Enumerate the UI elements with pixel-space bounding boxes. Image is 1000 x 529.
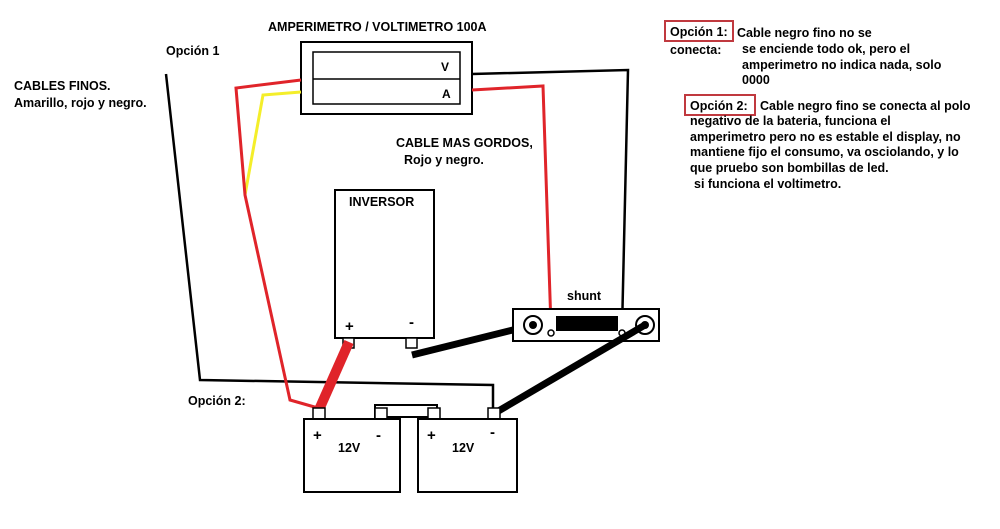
thin-black-wire-option1: [471, 68, 630, 331]
battery2-plus: +: [427, 427, 436, 444]
inverter-title: INVERSOR: [349, 195, 414, 209]
thin-black-wire-option2: [164, 73, 495, 408]
note-option2-line-1: Cable negro fino se conecta al polo: [760, 99, 971, 113]
battery1-plus-post: [312, 407, 326, 420]
battery2-plus-post: [427, 407, 441, 420]
thick-red-cable: [313, 339, 354, 415]
shunt-sense-left: [547, 329, 555, 337]
battery1-voltage: 12V: [338, 441, 361, 455]
note-option1-tag: Opción 1:: [670, 25, 728, 39]
inverter-plus: +: [345, 318, 354, 335]
note-option1-line-1: Cable negro fino no se: [737, 26, 872, 40]
note-option2-tag-box: [684, 94, 756, 116]
battery1-minus: -: [376, 427, 381, 444]
meter-v-label: V: [441, 60, 449, 74]
meter-a-label: A: [442, 87, 451, 101]
thin-cables-colors: Amarillo, rojo y negro.: [14, 96, 147, 110]
meter-title: AMPERIMETRO / VOLTIMETRO 100A: [268, 20, 487, 34]
note-option2-line-5: que pruebo son bombillas de led.: [690, 161, 889, 175]
option1-label: Opción 1: [166, 44, 220, 58]
meter-display: [312, 51, 461, 105]
note-option1-line-4: 0000: [742, 73, 770, 87]
option2-label: Opción 2:: [188, 394, 246, 408]
shunt-body: [512, 308, 660, 342]
note-option2-line-4: mantiene fijo el consumo, va osciolando,…: [690, 145, 959, 159]
thin-cables-title: CABLES FINOS.: [14, 79, 111, 93]
thick-cables-title: CABLE MAS GORDOS,: [396, 136, 533, 150]
battery2-body: [417, 418, 518, 493]
note-option1-line-2: se enciende todo ok, pero el: [742, 42, 910, 56]
note-option2-line-3: amperimetro pero no es estable el displa…: [690, 130, 961, 144]
battery1-body: [303, 418, 401, 493]
inverter-minus: -: [409, 314, 414, 331]
note-option2-line-6: si funciona el voltimetro.: [694, 177, 841, 191]
battery1-plus: +: [313, 427, 322, 444]
shunt-left-bolt-center: [529, 321, 537, 329]
thin-yellow-wire: [243, 90, 302, 196]
thick-cables-colors: Rojo y negro.: [404, 153, 484, 167]
note-option1-line-3: amperimetro no indica nada, solo: [742, 58, 942, 72]
thick-red-wire-meter: [471, 84, 553, 328]
battery2-minus: -: [490, 424, 495, 441]
note-option2-tag: Opción 2:: [690, 99, 748, 113]
inverter-minus-terminal: [405, 337, 418, 349]
shunt-resistor: [556, 316, 618, 331]
note-option1-tag-box: [664, 20, 734, 42]
note-option1-tag2: conecta:: [670, 43, 721, 57]
shunt-label: shunt: [567, 289, 602, 303]
battery2-voltage: 12V: [452, 441, 475, 455]
inverter-box: [334, 189, 435, 339]
battery1-minus-post: [374, 407, 388, 420]
battery2-minus-post: [487, 407, 501, 420]
thin-red-wire: [234, 78, 319, 410]
note-option2-line-2: negativo de la bateria, funciona el: [690, 114, 891, 128]
thick-black-cable-battery: [493, 321, 647, 417]
